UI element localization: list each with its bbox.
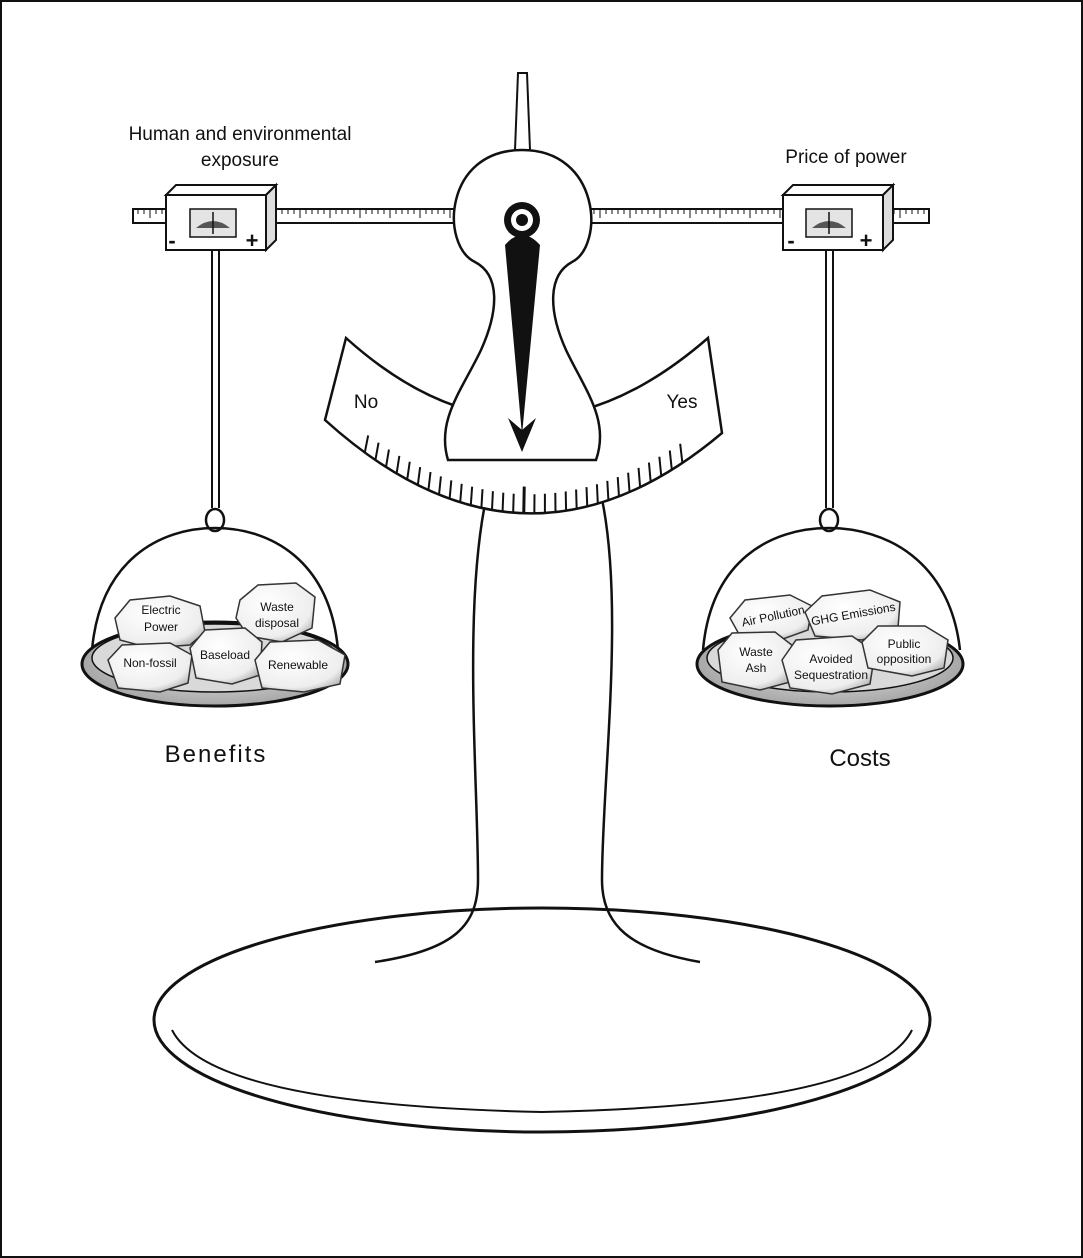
dial-tick [597,484,598,503]
cost-waste-line2: Ash [746,661,767,675]
cost-waste-line1: Waste [739,645,773,659]
dial-no-label: No [354,392,378,413]
dial-tick [607,481,608,500]
benefits-label: Benefits [165,741,268,768]
right-slider-plus[interactable]: + [860,228,873,253]
scale-body [445,73,600,460]
benefit-electric-line1: Electric [141,603,180,617]
benefit-renewable: Renewable [268,658,328,672]
dial-yes-label: Yes [667,392,698,413]
dial-tick [503,493,504,512]
dial-tick [618,477,619,496]
dial-tick [481,489,482,508]
right-slider-label: Price of power [785,147,907,168]
dial-tick [587,487,588,506]
benefit-electric-line2: Power [144,620,178,634]
left-slider-label-line1: Human and environmental [129,124,352,145]
scale-base [154,908,930,1132]
cost-avoided-line1: Avoided [809,652,852,666]
cost-avoided-line2: Sequestration [794,668,868,682]
dial-tick [576,490,577,509]
right-slider-minus[interactable]: - [787,228,794,253]
dial-tick [492,491,493,510]
benefit-non-fossil: Non-fossil [123,656,176,670]
dial-tick [513,494,514,513]
left-slider-plus[interactable]: + [246,228,259,253]
benefit-waste-line2: disposal [255,616,299,630]
dial-tick [628,473,629,492]
right-hanger [703,250,960,650]
right-slider[interactable] [783,185,893,250]
left-slider-label-line2: exposure [201,150,279,171]
rock-public-opposition [862,626,948,676]
cost-public-line1: Public [888,637,921,651]
left-slider-minus[interactable]: - [168,228,175,253]
cost-public-line2: opposition [877,652,932,666]
dial-tick [471,487,472,506]
scale-stem [375,490,700,962]
benefit-waste-line1: Waste [260,600,294,614]
left-slider[interactable] [166,185,276,250]
costs-label: Costs [829,745,890,772]
benefit-baseload: Baseload [200,648,250,662]
